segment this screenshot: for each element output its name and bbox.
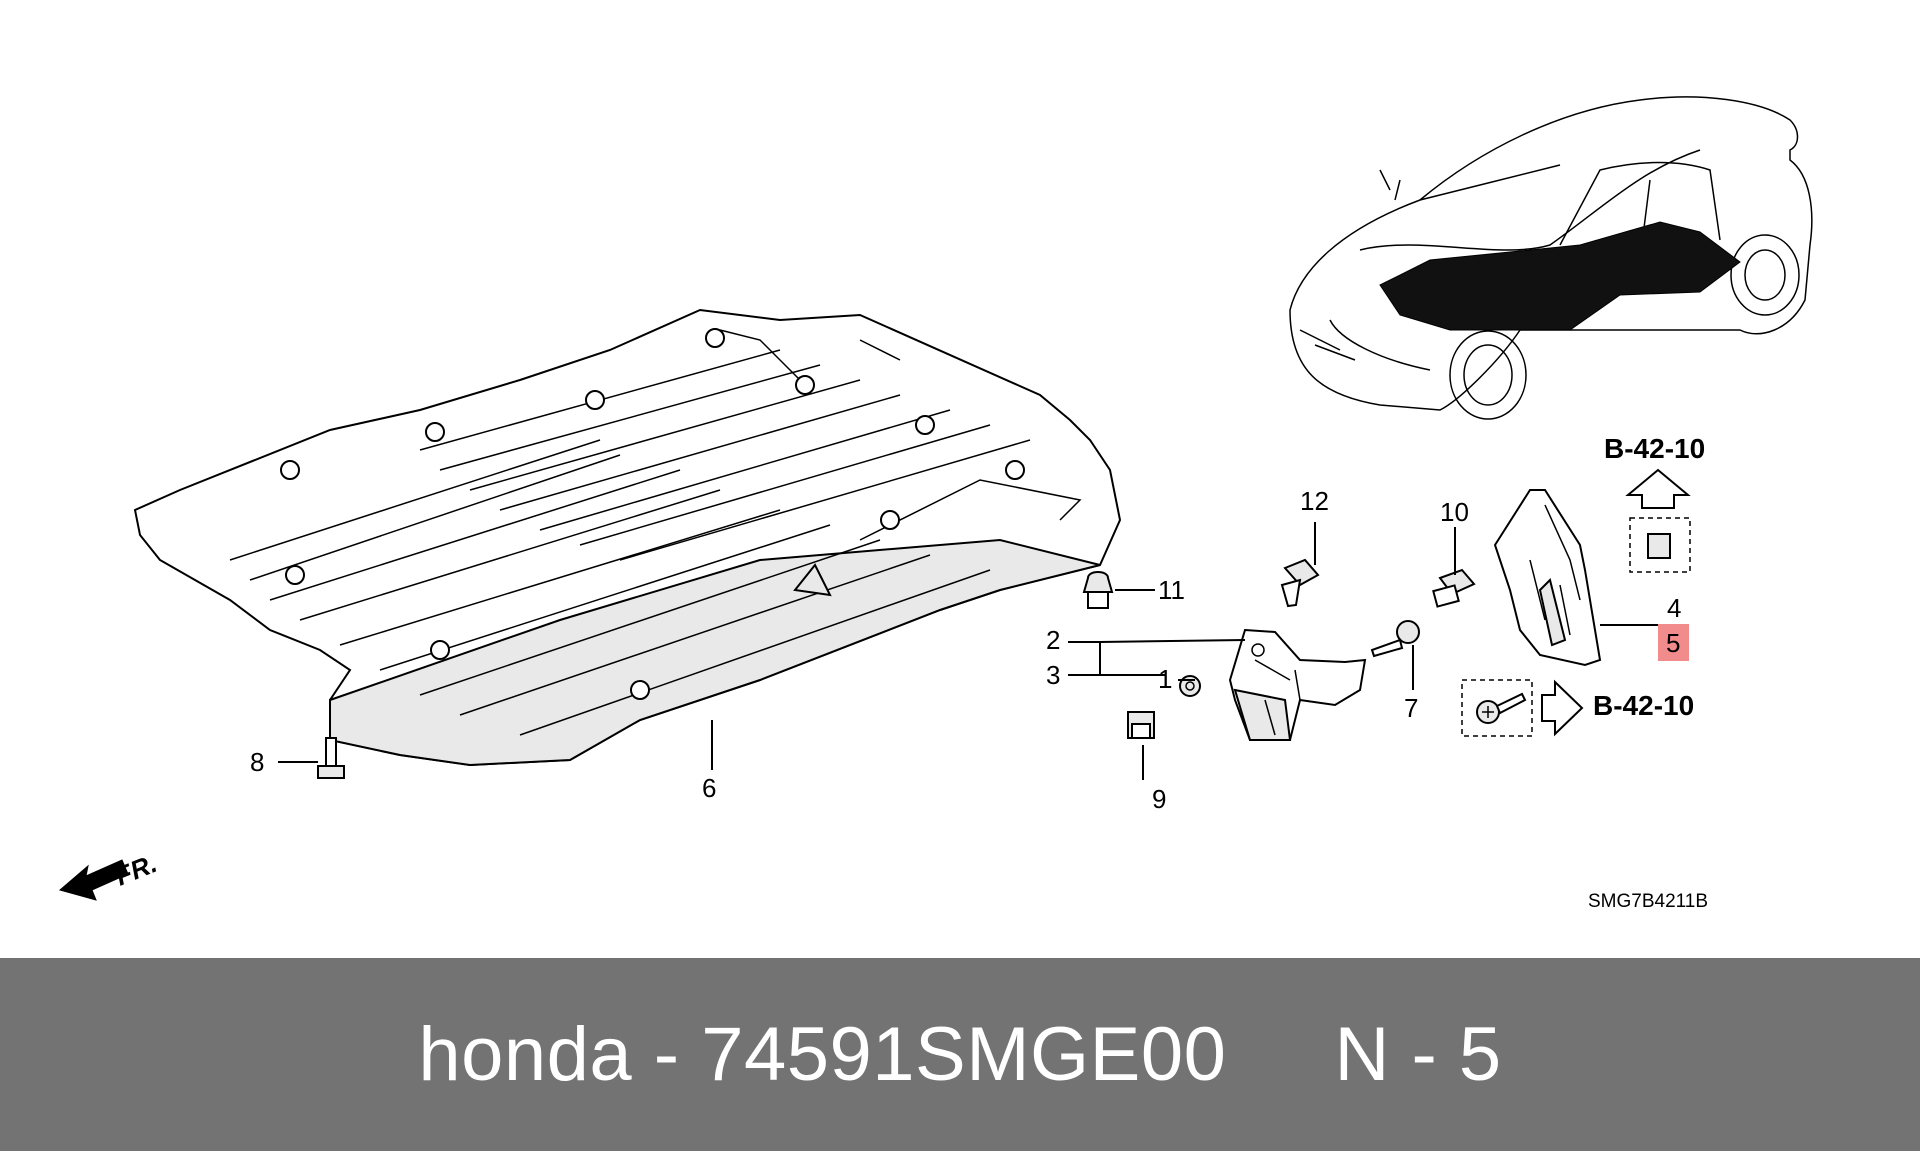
parts-diagram: 11 12 10 7 1 2 3 9 8 6 4 5 B-42-10: [58, 96, 1813, 912]
callout-2: 2: [1046, 625, 1060, 655]
callout-11: 11: [1158, 575, 1185, 605]
callout-10: 10: [1440, 497, 1469, 527]
undercover-panel: [133, 308, 1122, 767]
part-12-clip: [1280, 558, 1320, 608]
callout-1: 1: [1158, 664, 1172, 694]
clip-nut-icon: [1647, 533, 1671, 559]
callout-4: 4: [1667, 593, 1681, 623]
reference-right: B-42-10: [1461, 679, 1694, 737]
callout-5: 5: [1666, 628, 1680, 658]
leader-lines: [278, 522, 1660, 780]
dashed-box-top: [1629, 517, 1691, 573]
part-2-3-bracket: [1228, 628, 1367, 741]
reference-right-label: B-42-10: [1593, 690, 1694, 721]
part-8-bolt: [317, 737, 345, 779]
callout-6: 6: [702, 773, 716, 803]
footer-bar: honda - 74591SMGE00 N - 5: [0, 958, 1920, 1151]
callout-9: 9: [1152, 784, 1166, 814]
front-marker: FR.: [58, 848, 161, 901]
callout-12: 12: [1300, 486, 1329, 516]
diagram-code: SMG7B4211B: [1588, 891, 1708, 912]
callout-5-highlight: [1658, 624, 1689, 661]
car-illustration: [1289, 96, 1813, 420]
front-arrow-icon: [58, 859, 129, 901]
part-9-clip: [1127, 711, 1155, 739]
part-10-clip: [1432, 568, 1476, 608]
callouts: 11 12 10 7 1 2 3 9 8 6 4 5: [250, 486, 1689, 814]
part-11-clip: [1082, 571, 1114, 609]
part-7-screw: [1370, 620, 1420, 658]
front-marker-label: FR.: [111, 848, 161, 892]
reference-top-label: B-42-10: [1604, 433, 1705, 464]
part-4-5-splash-guard: [1493, 489, 1602, 667]
screw-icon: [1476, 692, 1527, 724]
reference-top: B-42-10: [1604, 433, 1705, 573]
callout-7: 7: [1404, 693, 1418, 723]
callout-3: 3: [1046, 660, 1060, 690]
arrow-right-icon: [1541, 679, 1584, 737]
arrow-up-icon: [1625, 468, 1691, 509]
callout-8: 8: [250, 747, 264, 777]
footer-caption: honda - 74591SMGE00 N - 5: [418, 1012, 1502, 1097]
